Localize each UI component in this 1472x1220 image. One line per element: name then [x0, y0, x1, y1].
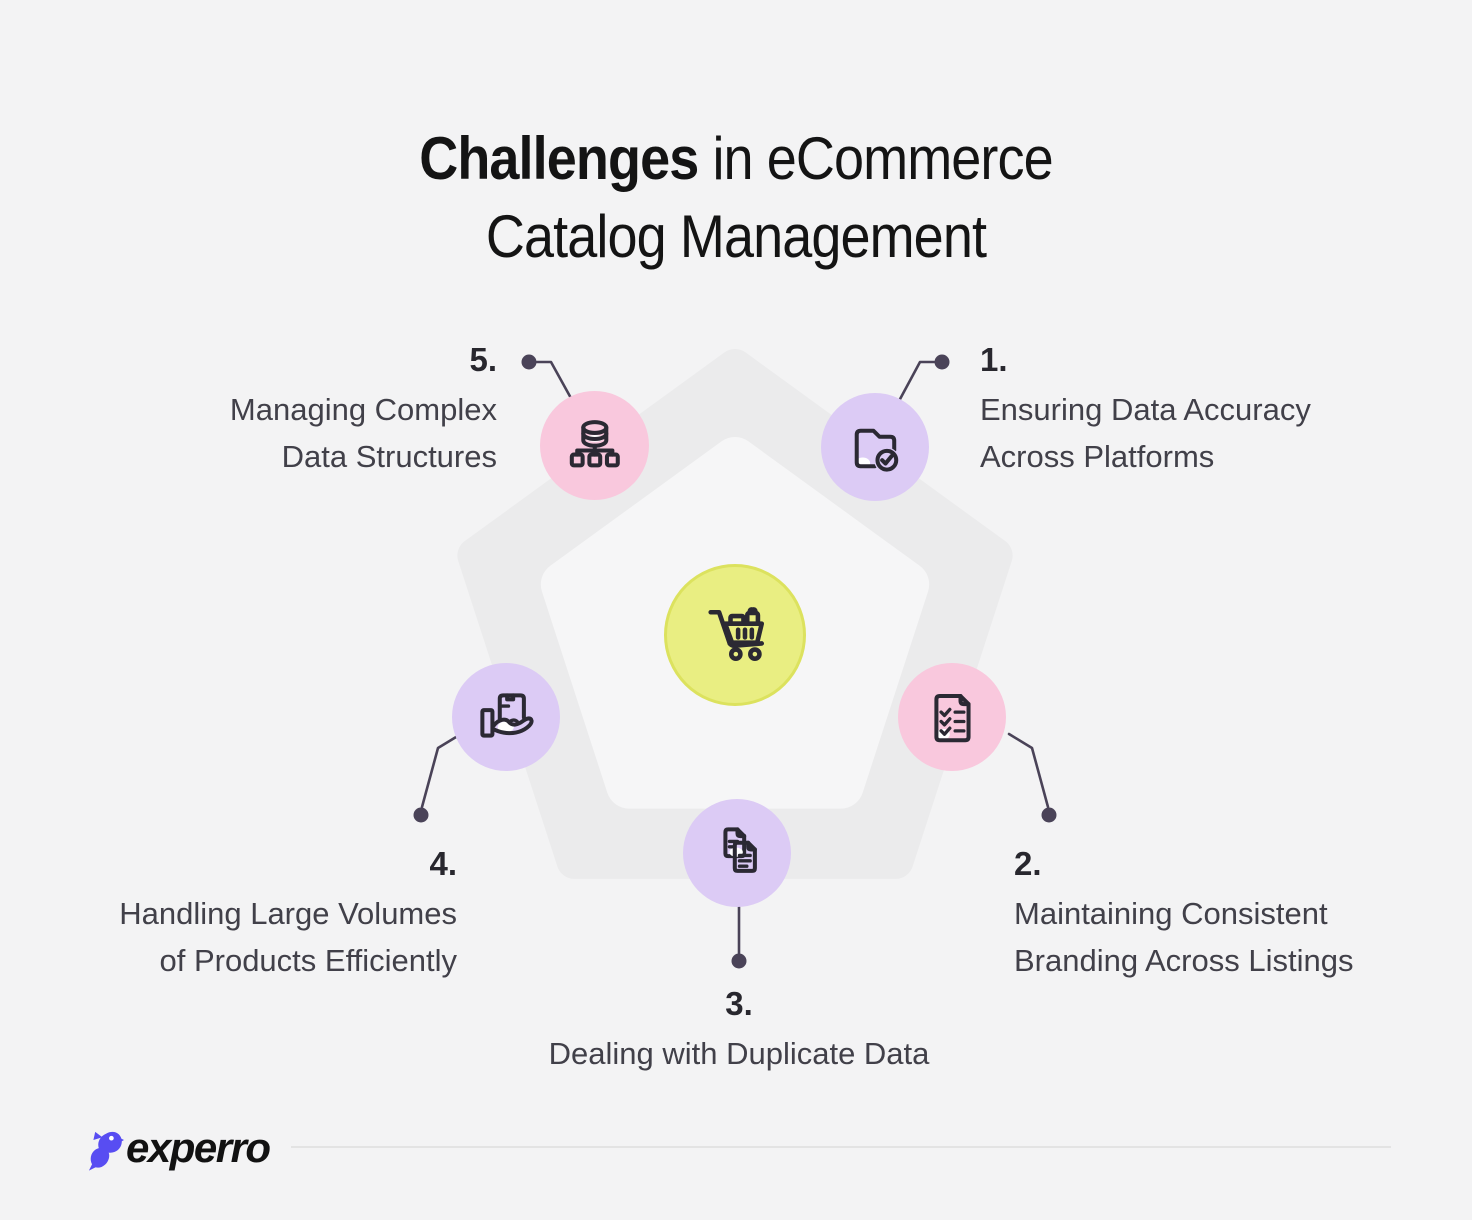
- checklist-document-icon: [933, 693, 971, 742]
- connector-1: [897, 360, 936, 403]
- connector-dot-3: [731, 953, 747, 969]
- challenge-4-number: 4.: [429, 845, 457, 882]
- shopping-cart-icon: [708, 607, 764, 661]
- experro-bird-icon: [88, 1131, 124, 1171]
- duplicate-documents-icon: [722, 826, 757, 873]
- title-bold-word: Challenges: [419, 125, 699, 193]
- challenge-3-circle: [683, 799, 791, 907]
- challenge-3-number: 3.: [725, 985, 753, 1022]
- challenge-2-line1: Maintaining Consistent: [1014, 896, 1328, 931]
- center-circle: [664, 564, 806, 706]
- challenge-4-line1: Handling Large Volumes: [119, 896, 457, 931]
- connector-2: [1007, 732, 1050, 809]
- challenge-5-number: 5.: [469, 341, 497, 378]
- connector-5: [535, 360, 574, 402]
- challenge-5-label: 5. Managing Complex Data Structures: [77, 340, 497, 480]
- connector-dot-4: [413, 807, 429, 823]
- title-line2: Catalog Management: [485, 203, 987, 271]
- challenge-3-label: 3. Dealing with Duplicate Data: [439, 984, 1039, 1077]
- challenge-4-circle: [452, 663, 560, 771]
- challenge-1-label: 1. Ensuring Data Accuracy Across Platfor…: [980, 340, 1400, 480]
- footer: experro: [0, 1110, 1472, 1190]
- challenge-5-line2: Data Structures: [281, 439, 497, 474]
- hand-holding-box-icon: [479, 692, 534, 738]
- challenge-3-line1: Dealing with Duplicate Data: [548, 1036, 930, 1071]
- challenge-1-line1: Ensuring Data Accuracy: [980, 392, 1311, 427]
- connector-dot-2: [1041, 807, 1057, 823]
- challenge-4-label: 4. Handling Large Volumes of Products Ef…: [37, 844, 457, 984]
- challenge-5-line1: Managing Complex: [229, 392, 497, 427]
- connector-4: [420, 732, 463, 809]
- database-structure-icon: [569, 419, 620, 468]
- connector-dot-5: [521, 354, 537, 370]
- title-regular-part: in eCommerce: [698, 125, 1053, 193]
- experro-logo-text: experro: [126, 1124, 271, 1171]
- challenge-5-circle: [540, 391, 649, 500]
- challenge-1-circle: [821, 393, 929, 501]
- challenge-1-line2: Across Platforms: [980, 439, 1215, 474]
- folder-check-icon: [854, 428, 900, 473]
- challenge-2-number: 2.: [1014, 845, 1042, 882]
- challenge-2-circle: [898, 663, 1006, 771]
- challenge-1-number: 1.: [980, 341, 1008, 378]
- footer-divider: [291, 1146, 1391, 1148]
- page-title: Challenges in eCommerce Catalog Manageme…: [74, 120, 1399, 276]
- challenge-2-label: 2. Maintaining Consistent Branding Acros…: [1014, 844, 1434, 984]
- challenge-4-line2: of Products Efficiently: [159, 943, 457, 978]
- experro-logo: experro: [88, 1122, 271, 1174]
- challenge-2-line2: Branding Across Listings: [1014, 943, 1354, 978]
- connector-dot-1: [934, 354, 950, 370]
